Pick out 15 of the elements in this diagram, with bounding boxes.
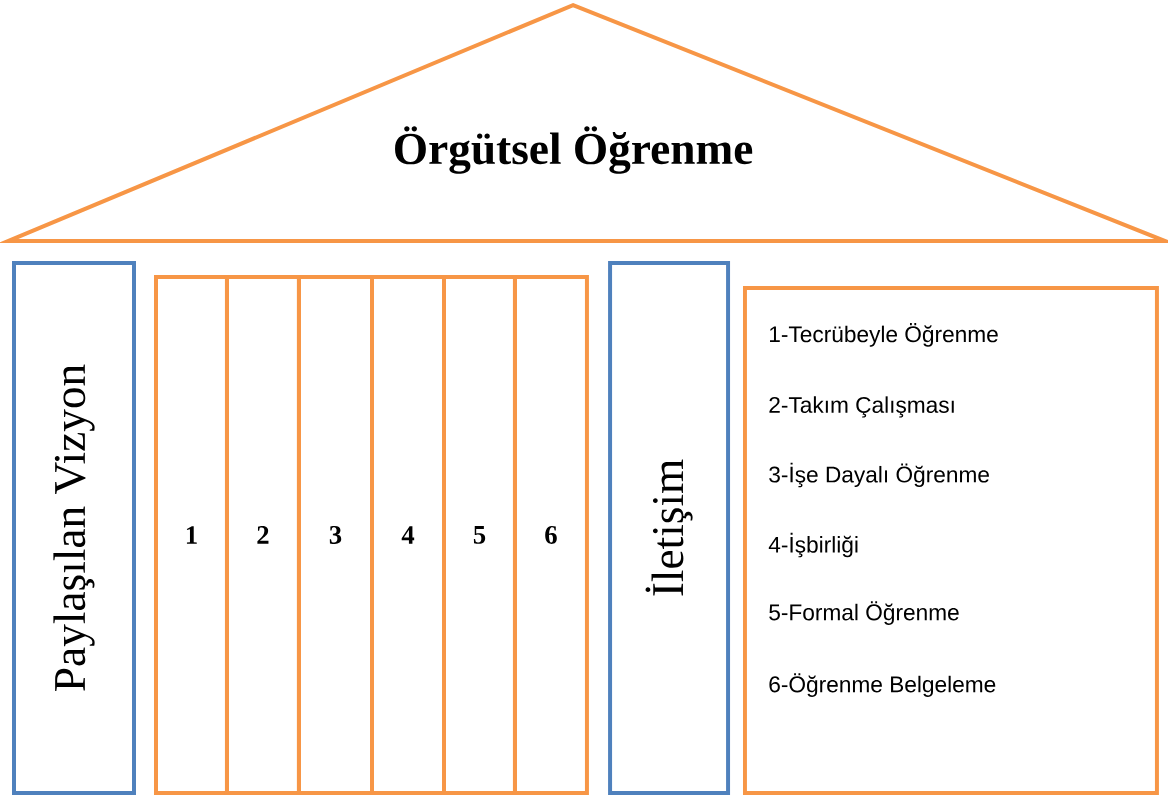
list-item: 3-İşe Dayalı Öğrenme <box>769 462 989 488</box>
pillar-box: Paylaşılan Vizyon <box>12 261 136 795</box>
list-item: 6-Öğrenme Belgeleme <box>769 673 996 697</box>
list-item: 2-Takım Çalışması <box>769 396 954 418</box>
list-item: 5-Formal Öğrenme <box>769 601 959 625</box>
list-box <box>742 286 1159 795</box>
column-box: 2 <box>224 274 301 795</box>
list-item: 1-Tecrübeyle Öğrenme <box>770 323 998 347</box>
column-box: 3 <box>296 274 374 795</box>
column-box: 4 <box>370 274 446 795</box>
column-box: 6 <box>512 274 589 795</box>
pillar-box: İletişim <box>608 261 731 795</box>
list-item: 4-İşbirliği <box>768 532 858 558</box>
column-box: 1 <box>154 274 229 795</box>
column-box: 5 <box>442 274 517 795</box>
